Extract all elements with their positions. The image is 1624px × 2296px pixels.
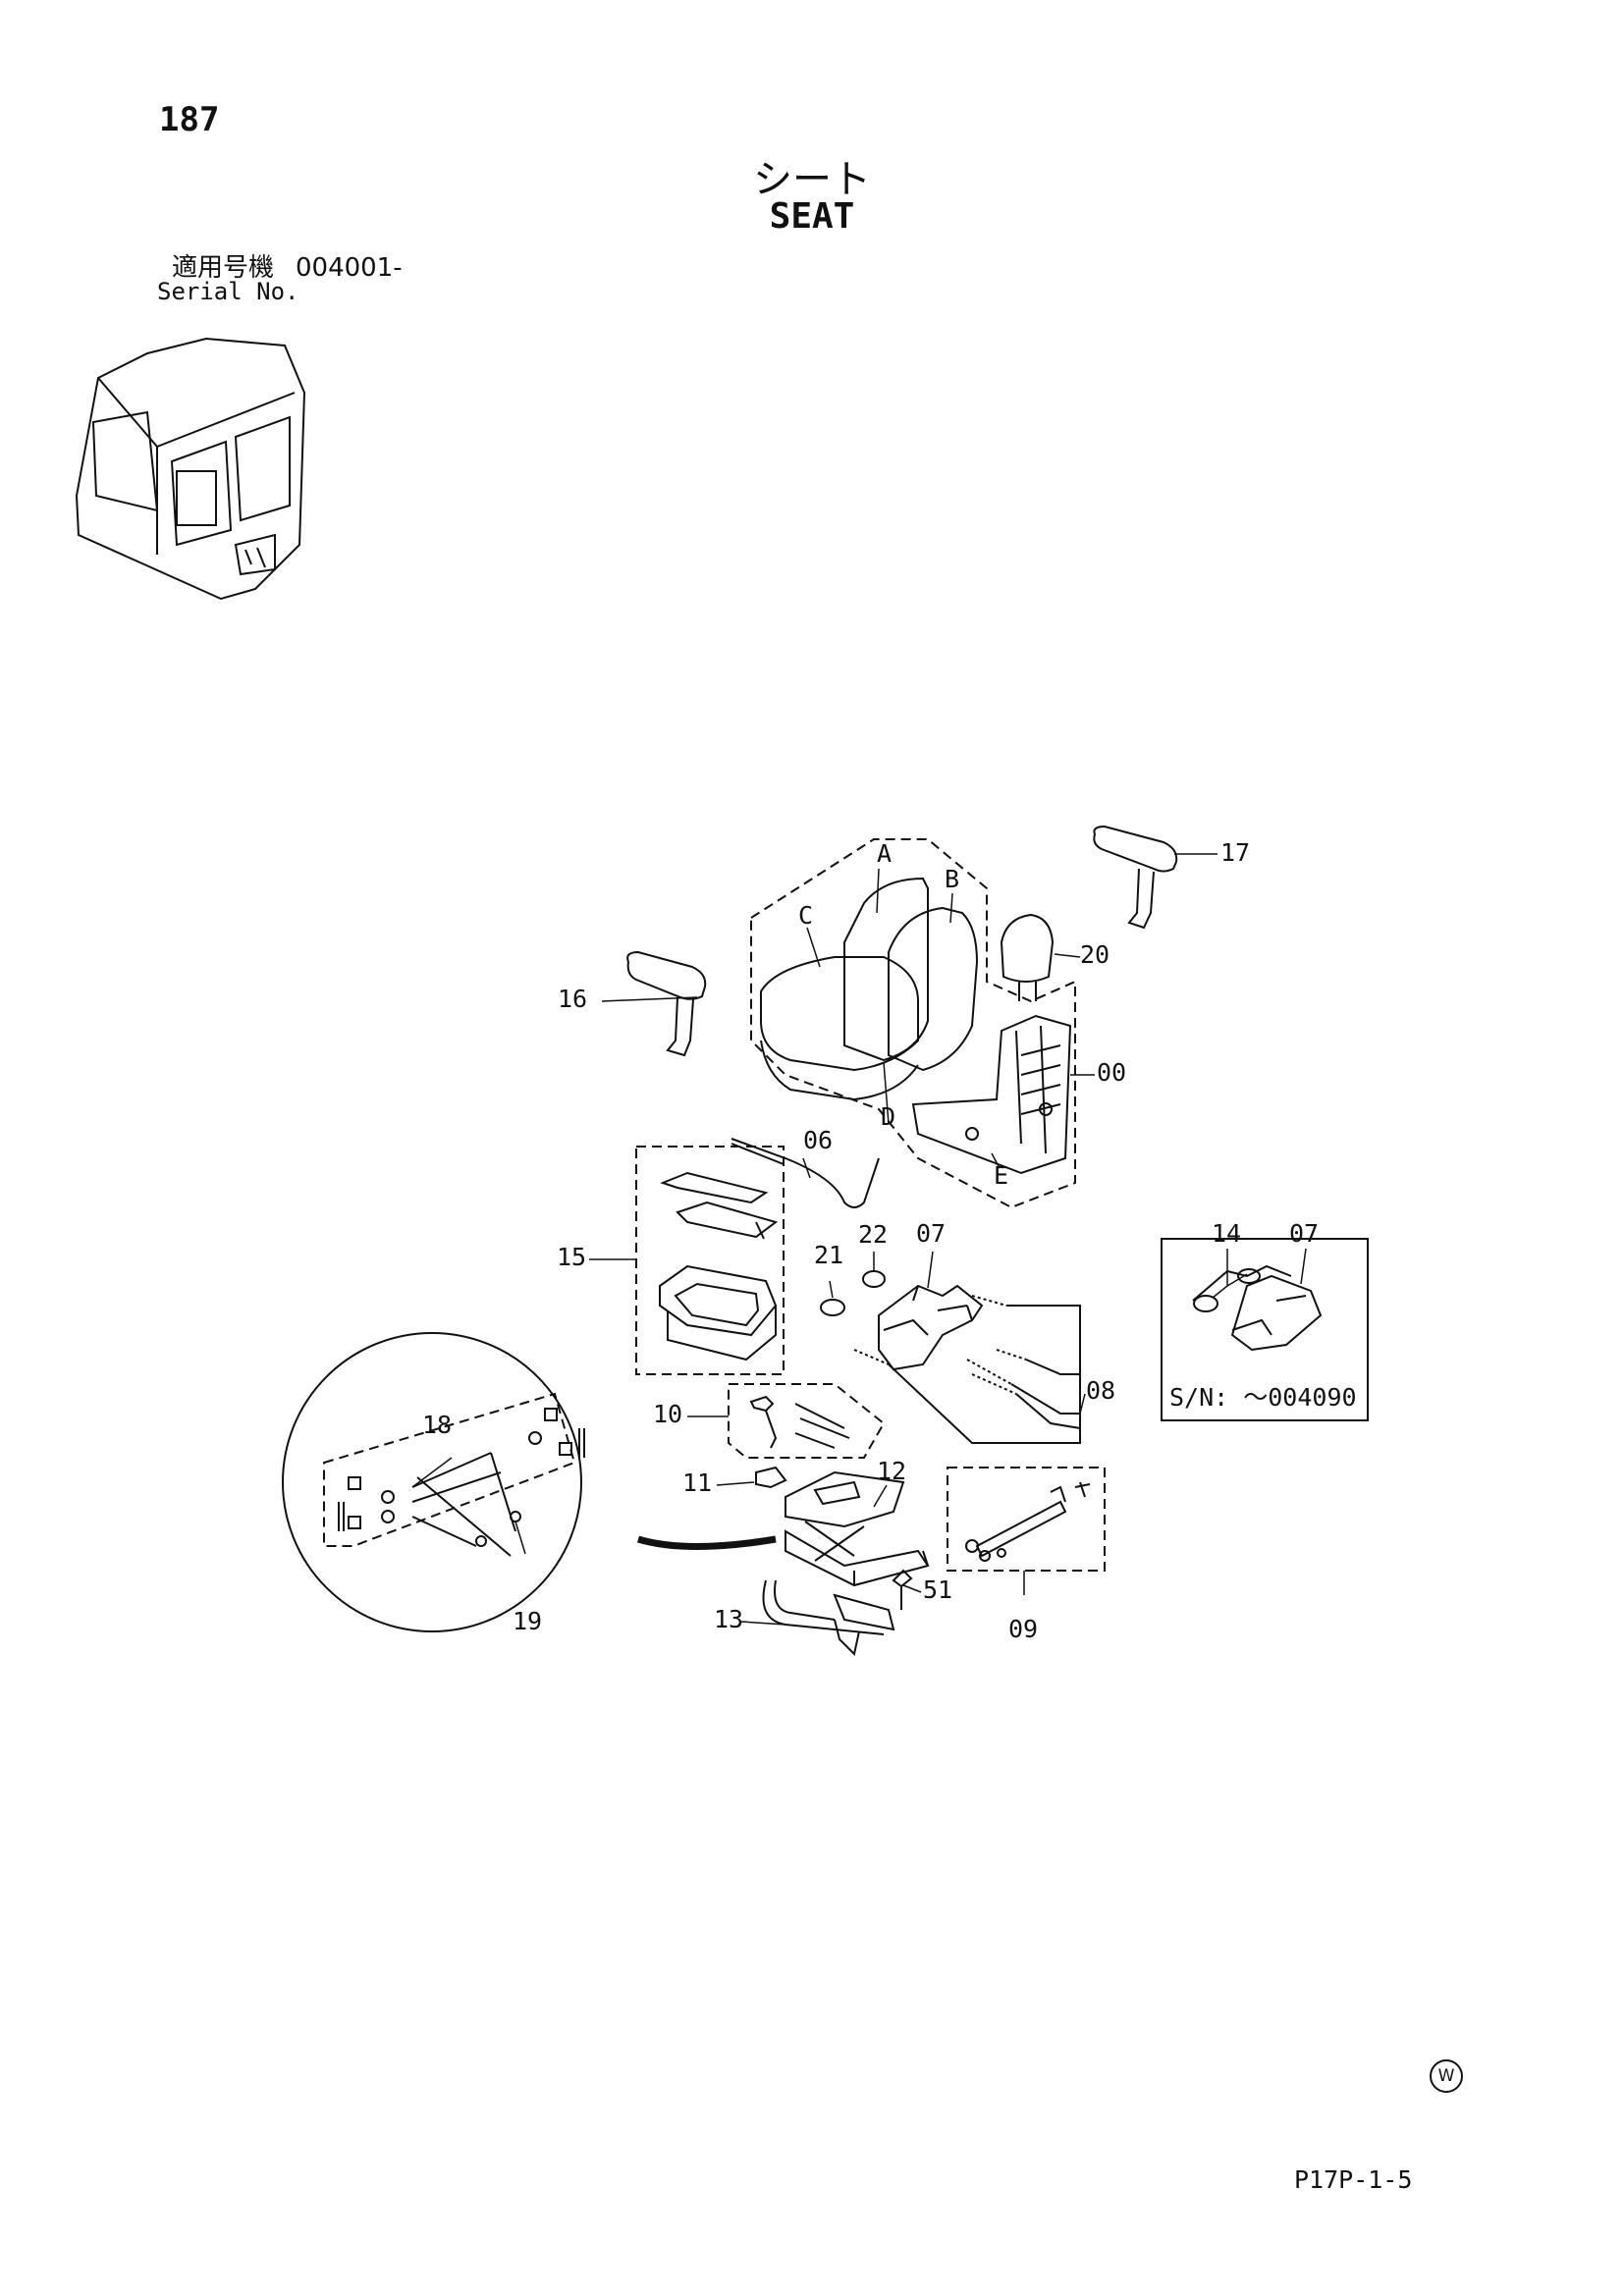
parts-21-22 xyxy=(820,1270,886,1316)
callout-13: 13 xyxy=(714,1605,743,1633)
callout-18: 18 xyxy=(422,1411,452,1439)
callout-09: 09 xyxy=(1008,1615,1038,1643)
serial-line-jp: 適用号機 004001- xyxy=(172,247,424,284)
callout-00: 00 xyxy=(1097,1058,1126,1087)
inset-callout-07: 07 xyxy=(1289,1219,1319,1248)
armrest-17 xyxy=(1093,825,1178,930)
part-10-group xyxy=(728,1383,886,1459)
detail-circle-scissor xyxy=(282,1332,585,1632)
callout-15: 15 xyxy=(557,1243,586,1271)
serial-label-en: Serial No. xyxy=(157,278,299,305)
page-number: 187 xyxy=(159,100,220,139)
callout-A: A xyxy=(877,839,892,868)
callout-D: D xyxy=(881,1102,895,1131)
cab-thumbnail xyxy=(75,337,306,601)
part-12-suspension xyxy=(785,1470,930,1587)
part-15-group xyxy=(635,1146,785,1375)
leader-lines xyxy=(411,853,1307,1626)
callout-21: 21 xyxy=(814,1241,843,1269)
callout-51: 51 xyxy=(923,1575,952,1604)
seat-assembly-group xyxy=(750,838,1076,1209)
callout-19: 19 xyxy=(513,1607,542,1635)
callout-07: 07 xyxy=(916,1219,946,1248)
part-09-group xyxy=(947,1467,1106,1572)
callout-C: C xyxy=(798,901,813,930)
callout-12: 12 xyxy=(877,1457,906,1485)
footer-ref-code: P17P-1-5 xyxy=(1294,2165,1413,2194)
serial-label-jp: 適用号機 xyxy=(172,253,275,283)
callout-B: B xyxy=(945,865,959,893)
part-11 xyxy=(755,1466,787,1489)
page-title-jp: シート xyxy=(753,157,871,202)
page-title-en: SEAT xyxy=(769,196,855,237)
part-51-bolt xyxy=(892,1569,913,1610)
detail-connector xyxy=(636,1535,777,1550)
callout-20: 20 xyxy=(1080,940,1110,969)
callout-10: 10 xyxy=(653,1400,682,1428)
callout-labels: A B C D E 17 20 16 00 06 15 21 22 07 08 … xyxy=(422,838,1357,1643)
callout-06: 06 xyxy=(803,1126,833,1154)
callout-11: 11 xyxy=(682,1468,712,1497)
serial-value: 004001- xyxy=(296,253,403,283)
callout-22: 22 xyxy=(858,1220,888,1249)
armrest-16 xyxy=(626,950,707,1057)
callout-17: 17 xyxy=(1220,838,1250,867)
inset-callout-14: 14 xyxy=(1212,1219,1241,1248)
inset-box xyxy=(1161,1238,1369,1421)
inset-serial-note: S/N: ～004090 xyxy=(1169,1383,1357,1412)
part-08-springs xyxy=(853,1295,1081,1444)
part-13-handle xyxy=(762,1579,895,1657)
part-07-bracket xyxy=(878,1284,984,1371)
callout-16: 16 xyxy=(558,985,587,1013)
callout-08: 08 xyxy=(1086,1376,1115,1405)
watermark-symbol: W xyxy=(1430,2059,1463,2093)
callout-E: E xyxy=(994,1161,1008,1190)
